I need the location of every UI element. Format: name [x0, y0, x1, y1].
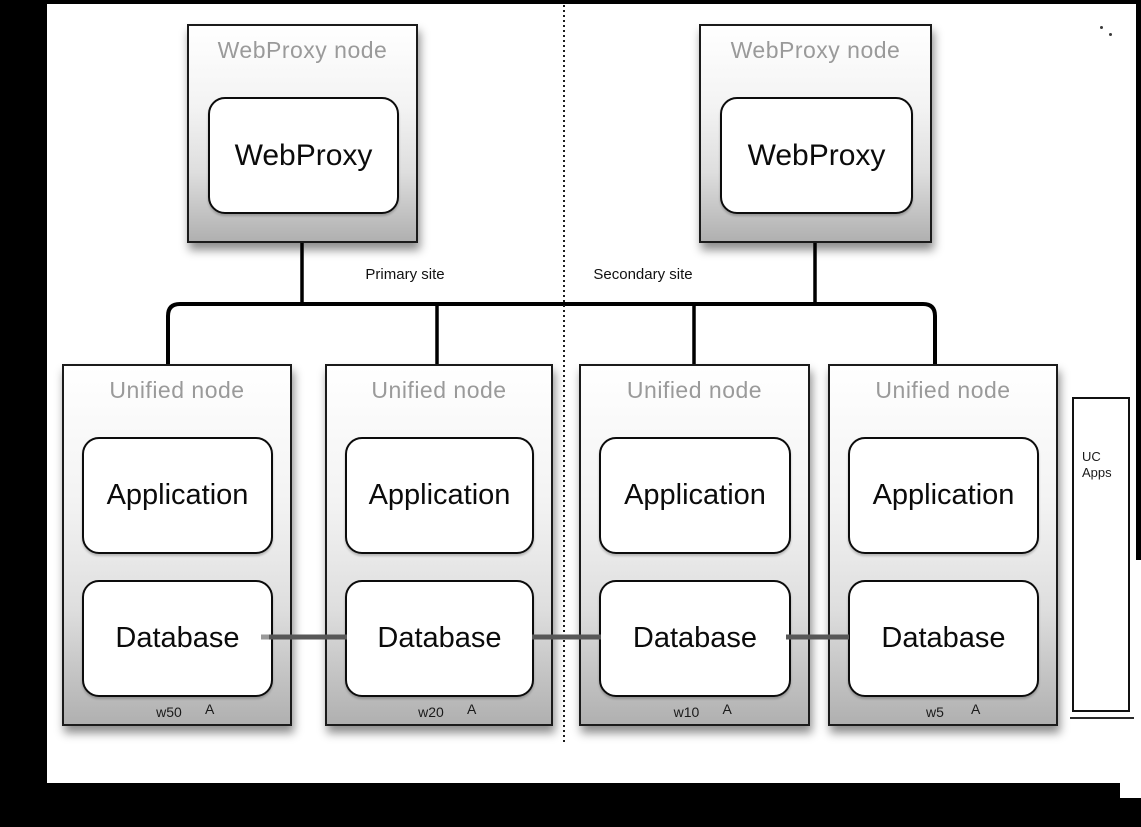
- database-box: Database: [848, 580, 1039, 697]
- webproxy-node-title: WebProxy node: [217, 37, 388, 63]
- webproxy-component-box: WebProxy: [208, 97, 399, 214]
- speck-artifact: [1109, 33, 1112, 36]
- webproxy-node-title: WebProxy node: [730, 37, 901, 63]
- webproxy-component-label: WebProxy: [747, 138, 886, 172]
- weight-label: w20: [418, 704, 444, 720]
- database-label: Database: [115, 622, 240, 654]
- uc-apps-box-shadow-line: [1070, 717, 1134, 719]
- speck-artifact: [1100, 26, 1103, 29]
- unified-node-title: Unified node: [626, 377, 763, 403]
- uc-apps-box: UC Apps: [1072, 397, 1130, 712]
- application-label: Application: [624, 479, 766, 511]
- webproxy-node-primary: WebProxy node WebProxy: [187, 24, 418, 243]
- weight-label: w5: [926, 704, 944, 720]
- database-box: Database: [599, 580, 791, 697]
- unified-node-4: Unified node Application Database w5 A: [828, 364, 1058, 726]
- marker-label: A: [467, 701, 477, 717]
- marker-label: A: [971, 701, 981, 717]
- unified-node-2: Unified node Application Database w20 A: [325, 364, 553, 726]
- node-footer: w10 A: [581, 701, 808, 722]
- marker-label: A: [205, 701, 215, 717]
- primary-site-label: Primary site: [365, 266, 445, 283]
- weight-label: w50: [156, 704, 182, 720]
- database-box: Database: [345, 580, 534, 697]
- application-box: Application: [82, 437, 273, 554]
- frame-left-bar: [0, 0, 47, 827]
- application-box: Application: [345, 437, 534, 554]
- webproxy-component-label: WebProxy: [234, 138, 373, 172]
- node-footer: w50 A: [64, 701, 290, 722]
- frame-bottom-bar: [0, 783, 1141, 827]
- webproxy-node-secondary: WebProxy node WebProxy: [699, 24, 932, 243]
- database-box: Database: [82, 580, 273, 697]
- application-label: Application: [368, 479, 511, 511]
- frame-bottom-right-notch: [1120, 783, 1141, 798]
- unified-node-title: Unified node: [109, 377, 245, 403]
- application-label: Application: [872, 479, 1015, 511]
- database-label: Database: [881, 622, 1006, 654]
- secondary-site-label: Secondary site: [593, 266, 693, 283]
- weight-label: w10: [673, 704, 700, 720]
- application-box: Application: [599, 437, 791, 554]
- bus-line: [166, 302, 937, 366]
- uc-apps-line1: UC: [1082, 449, 1101, 464]
- webproxy-component-box: WebProxy: [720, 97, 913, 214]
- database-label: Database: [377, 622, 502, 654]
- unified-node-title: Unified node: [875, 377, 1011, 403]
- unified-node-title: Unified node: [371, 377, 507, 403]
- site-separator-dotted-line: [563, 5, 565, 744]
- marker-label: A: [722, 701, 732, 717]
- frame-top-bar: [0, 0, 1141, 4]
- uc-apps-label: UC Apps: [1082, 449, 1128, 481]
- unified-node-1: Unified node Application Database w50 A: [62, 364, 292, 726]
- node-footer: w20 A: [327, 701, 551, 722]
- uc-apps-line2: Apps: [1082, 465, 1112, 480]
- application-label: Application: [106, 479, 249, 511]
- database-label: Database: [632, 622, 758, 654]
- unified-node-3: Unified node Application Database w10 A: [579, 364, 810, 726]
- application-box: Application: [848, 437, 1039, 554]
- frame-right-bar: [1136, 0, 1141, 560]
- node-footer: w5 A: [830, 701, 1056, 722]
